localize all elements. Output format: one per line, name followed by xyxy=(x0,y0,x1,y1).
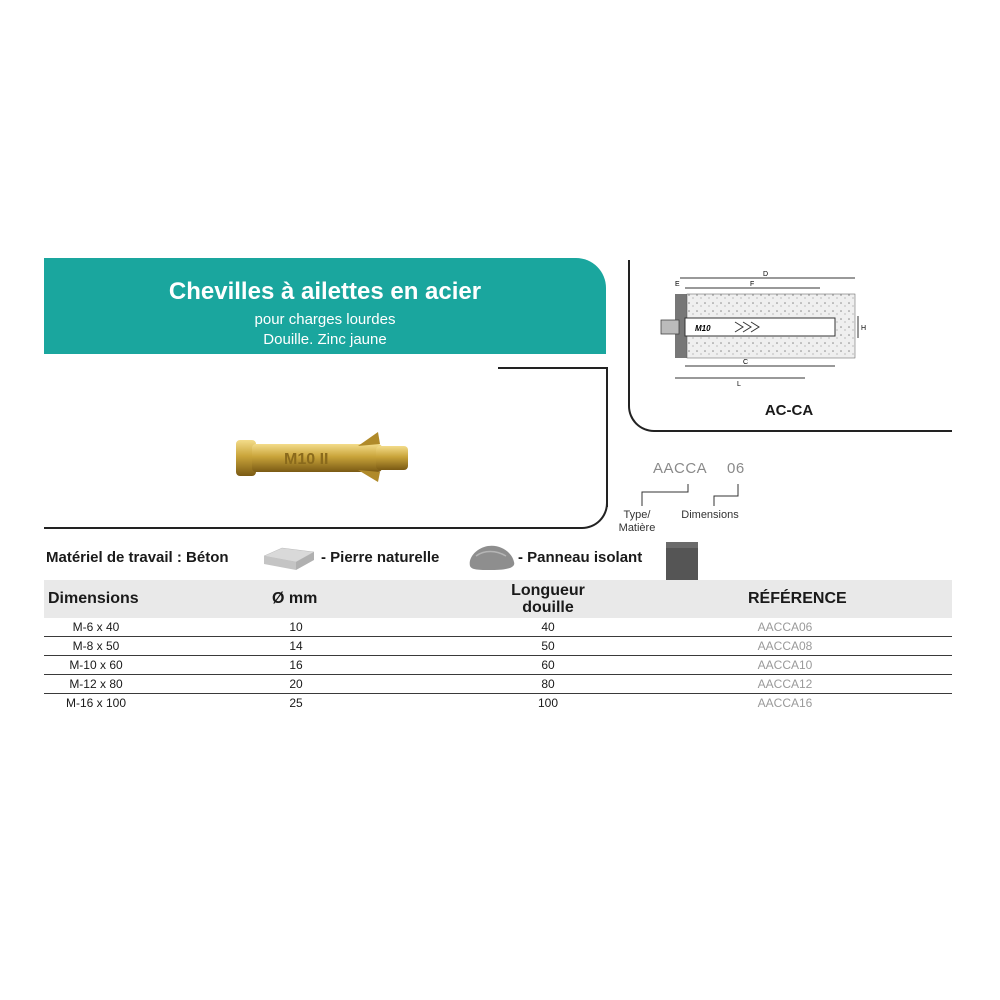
cell-diameter: 20 xyxy=(289,677,303,691)
insulating-panel-icon xyxy=(666,542,698,582)
cell-diameter: 25 xyxy=(289,696,303,710)
product-frame-corner xyxy=(570,477,608,529)
materials-insulating-panel: - Panneau isolant xyxy=(518,549,643,566)
reference-code-dimensions-label: Dimensions xyxy=(681,509,739,521)
cell-dimensions: M-8 x 50 xyxy=(72,639,120,653)
materials-intro: Matériel de travail : Béton xyxy=(46,549,229,566)
reference-code-type-label: Type/ Matière xyxy=(618,509,656,534)
product-frame-top xyxy=(498,367,608,369)
diagram-caption: AC-CA xyxy=(764,402,814,419)
cell-length: 100 xyxy=(537,696,559,710)
cell-length: 60 xyxy=(541,658,555,672)
cell-dimensions: M-12 x 80 xyxy=(69,677,123,691)
cell-length: 80 xyxy=(541,677,555,691)
cell-diameter: 10 xyxy=(289,620,303,634)
cell-reference: AACCA10 xyxy=(757,658,813,672)
technical-diagram-panel xyxy=(628,260,952,432)
cell-reference: AACCA08 xyxy=(757,639,813,653)
table-header: Dimensions Ø mm Longueur douille RÉFÉREN… xyxy=(44,580,952,618)
table-row: M-16 x 100 25 100 AACCA16 xyxy=(44,694,952,712)
product-frame-right xyxy=(606,367,608,507)
concrete-block-icon xyxy=(263,547,315,570)
column-header-dimensions: Dimensions xyxy=(48,590,139,607)
svg-text:E: E xyxy=(675,281,680,288)
table-row: M-12 x 80 20 80 AACCA12 xyxy=(44,675,952,694)
cell-diameter: 16 xyxy=(289,658,303,672)
product-frame-bottom xyxy=(44,527,572,529)
column-header-length: Longueur douille xyxy=(511,582,585,616)
reference-table: Dimensions Ø mm Longueur douille RÉFÉREN… xyxy=(44,580,952,712)
cell-diameter: 14 xyxy=(289,639,303,653)
cell-dimensions: M-16 x 100 xyxy=(65,696,127,710)
natural-stone-icon xyxy=(469,545,515,570)
svg-text:C: C xyxy=(743,359,748,366)
table-row: M-10 x 60 16 60 AACCA10 xyxy=(44,656,952,675)
cell-dimensions: M-10 x 60 xyxy=(69,658,123,672)
cell-length: 50 xyxy=(541,639,555,653)
page-subtitle-load: pour charges lourdes xyxy=(254,311,396,328)
cell-length: 40 xyxy=(541,620,555,634)
table-row: M-8 x 50 14 50 AACCA08 xyxy=(44,637,952,656)
installation-diagram: D F E M10 H C L xyxy=(660,271,866,388)
reference-code-brackets xyxy=(641,484,739,506)
svg-text:D: D xyxy=(763,271,768,278)
table-row: M-6 x 40 10 40 AACCA06 xyxy=(44,618,952,637)
cell-dimensions: M-6 x 40 xyxy=(72,620,120,634)
materials-natural-stone: - Pierre naturelle xyxy=(321,549,440,566)
svg-text:M10: M10 xyxy=(695,324,711,333)
product-marking: M10 II xyxy=(284,451,328,468)
reference-code-prefix: AACCA xyxy=(653,460,708,477)
cell-reference: AACCA06 xyxy=(757,620,813,634)
svg-text:L: L xyxy=(737,381,741,388)
svg-text:F: F xyxy=(750,281,754,288)
cell-reference: AACCA12 xyxy=(757,677,813,691)
table-body: M-6 x 40 10 40 AACCA06 M-8 x 50 14 50 AA… xyxy=(44,618,952,712)
svg-text:H: H xyxy=(861,325,866,332)
page-subtitle-material: Douille. Zinc jaune xyxy=(263,331,387,348)
title-banner: Chevilles à ailettes en acier pour charg… xyxy=(44,258,606,354)
cell-reference: AACCA16 xyxy=(757,696,813,710)
reference-code-suffix: 06 xyxy=(727,460,745,477)
anchor-product-image: M10 II xyxy=(236,432,408,482)
page-title: Chevilles à ailettes en acier xyxy=(168,278,482,305)
column-header-reference: RÉFÉRENCE xyxy=(748,590,847,607)
column-header-diameter: Ø mm xyxy=(272,590,318,607)
